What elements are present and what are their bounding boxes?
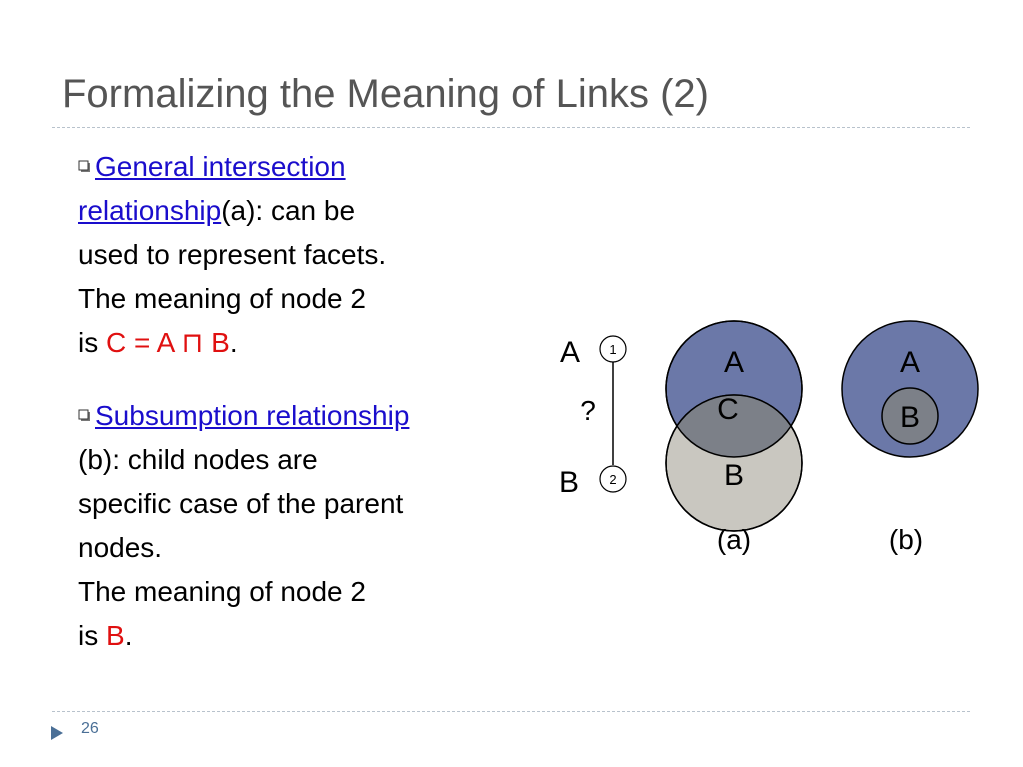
overlap-region bbox=[666, 395, 802, 457]
node-2-circle bbox=[599, 465, 627, 493]
bullet-text: . bbox=[124, 620, 133, 651]
bullet-text: The meaning of node 2 bbox=[78, 283, 366, 314]
footer-divider bbox=[52, 711, 970, 712]
bullet-subsumption: Subsumption relationship (b): child node… bbox=[78, 394, 409, 658]
bullet-general-intersection: General intersection relationship(a): ca… bbox=[78, 145, 386, 365]
node-1-label: A bbox=[560, 336, 580, 369]
venn-a-overlap-label: C bbox=[717, 393, 739, 426]
node-2-label: B bbox=[559, 466, 579, 499]
venn-diagram-a: A C B (a) bbox=[665, 320, 803, 555]
node-1-circle bbox=[599, 335, 627, 363]
venn-a-top-label: A bbox=[724, 346, 744, 379]
bullet-text: specific case of the parent bbox=[78, 488, 404, 519]
caption-a: (a) bbox=[717, 524, 751, 555]
formula-text: C = A ⊓ B bbox=[106, 327, 230, 358]
node-1-number: 1 bbox=[609, 342, 616, 357]
bullet-text: used to represent facets. bbox=[78, 239, 387, 270]
bullet-text: (a): can be bbox=[221, 195, 356, 226]
venn-b-outer-label: A bbox=[900, 346, 920, 379]
square-bullet-icon bbox=[78, 160, 90, 172]
highlight-text: B bbox=[106, 620, 125, 651]
node-2-number: 2 bbox=[609, 472, 616, 487]
play-arrow-icon bbox=[51, 726, 63, 740]
relationship-link[interactable]: relationship bbox=[78, 195, 222, 226]
venn-a-bottom-label: B bbox=[724, 459, 744, 492]
bullet-text: The meaning of node 2 bbox=[78, 576, 366, 607]
square-bullet-icon bbox=[78, 409, 90, 421]
bullet-text: nodes. bbox=[78, 532, 163, 563]
page-number: 26 bbox=[81, 720, 99, 737]
bullet-text: (b): child nodes are bbox=[78, 444, 318, 475]
bullet-text: is bbox=[78, 620, 106, 651]
edge-label: ? bbox=[580, 395, 596, 426]
slide-title: Formalizing the Meaning of Links (2) bbox=[62, 72, 709, 116]
general-intersection-link[interactable]: General intersection bbox=[95, 151, 346, 182]
caption-b: (b) bbox=[889, 524, 923, 555]
bullet-text: is bbox=[78, 327, 106, 358]
title-divider bbox=[52, 127, 970, 128]
venn-b-inner-label: B bbox=[900, 401, 920, 434]
bullet-text: . bbox=[229, 327, 238, 358]
subsumption-link[interactable]: Subsumption relationship bbox=[95, 400, 410, 431]
inner-circle-b bbox=[881, 387, 939, 445]
venn-diagram-b: A B (b) bbox=[841, 320, 979, 555]
node-graph: 1 A ? 2 B bbox=[559, 335, 627, 499]
